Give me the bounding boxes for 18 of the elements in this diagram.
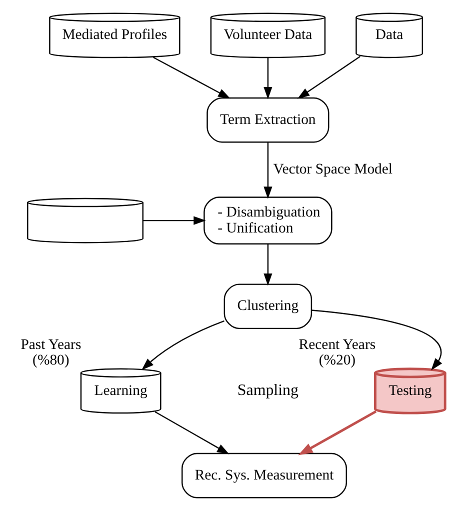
arrow: [142, 216, 206, 225]
node-box: Term Extraction: [206, 97, 329, 143]
node-box: Rec. Sys. Measurement: [181, 452, 347, 498]
arrow: [263, 58, 272, 100]
node-label: Recent Years (%20): [298, 336, 376, 369]
arrow: [263, 244, 272, 286]
arrow: [141, 320, 224, 370]
label: Sampling: [236, 382, 298, 400]
arrow: [298, 410, 376, 456]
arrow: [310, 310, 442, 370]
node-box: Clustering: [223, 284, 312, 330]
arrow: [152, 56, 230, 99]
node-label: Past Years (%80): [20, 336, 81, 369]
edge-label: Vector Space Model: [272, 161, 392, 178]
arrow: [154, 411, 229, 454]
arrow: [296, 56, 360, 99]
node-box: - Disambiguation - Unification: [203, 196, 332, 244]
arrow: [263, 142, 272, 199]
